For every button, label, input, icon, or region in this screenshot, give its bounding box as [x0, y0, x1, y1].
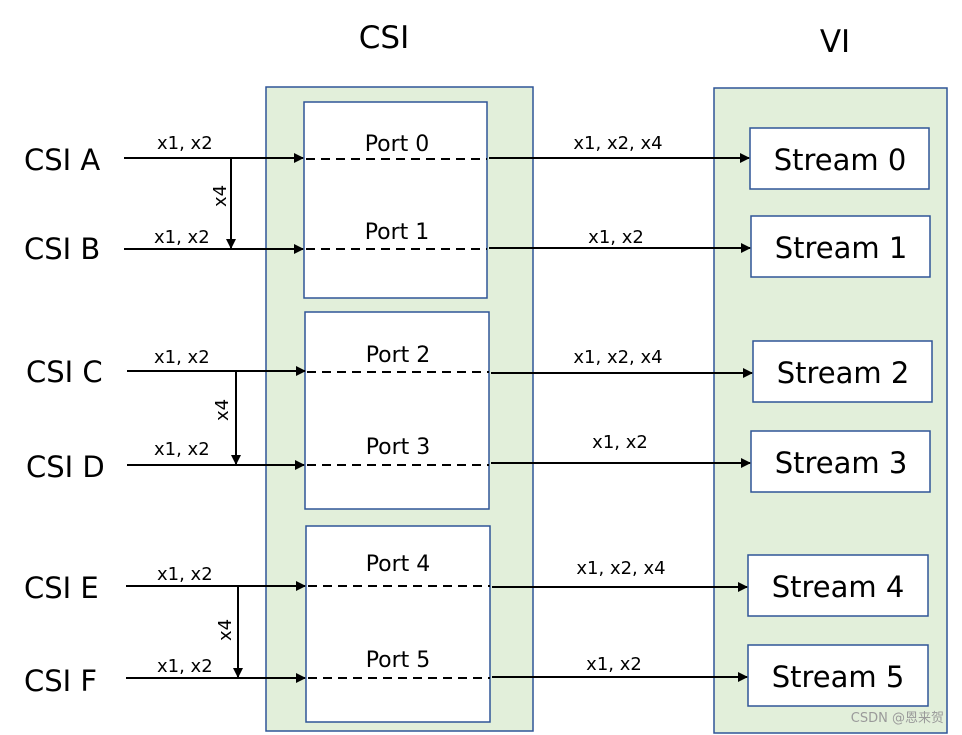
port-label-3: Port 3 [366, 435, 431, 460]
port-label-4: Port 4 [366, 552, 431, 577]
source-label-b: CSI B [24, 232, 100, 266]
source-label-a: CSI A [24, 143, 100, 177]
stream-label-0: Stream 0 [774, 143, 907, 177]
stream-label-4: Stream 4 [772, 570, 905, 604]
source-label-d: CSI D [26, 450, 105, 484]
stream-box-2 [752, 340, 933, 403]
input-lanes-a: x1, x2 [157, 133, 213, 154]
output-lanes-2: x1, x2, x4 [573, 347, 662, 368]
watermark: CSDN @恩来贺 [851, 711, 944, 726]
csi-header: CSI [359, 20, 409, 56]
input-lanes-f: x1, x2 [157, 656, 213, 677]
vi-header: VI [820, 24, 850, 60]
stream-box-1 [750, 215, 931, 278]
input-lanes-d: x1, x2 [154, 439, 210, 460]
port-label-2: Port 2 [366, 343, 431, 368]
port-group-4-5 [305, 525, 491, 723]
stream-box-5 [747, 644, 929, 707]
output-lanes-4: x1, x2, x4 [576, 558, 665, 579]
port-label-0: Port 0 [365, 132, 430, 157]
input-lanes-b: x1, x2 [154, 227, 210, 248]
output-lanes-5: x1, x2 [586, 654, 642, 675]
output-lanes-3: x1, x2 [592, 432, 648, 453]
port-label-1: Port 1 [365, 220, 430, 245]
source-label-e: CSI E [24, 571, 99, 605]
vi-panel [713, 87, 948, 734]
port-group-2-3 [304, 311, 490, 510]
merge-label-ab: x4 [210, 185, 231, 207]
stream-label-2: Stream 2 [777, 356, 910, 390]
merge-label-ef: x4 [215, 619, 236, 641]
stream-label-5: Stream 5 [772, 660, 905, 694]
port-group-0-1 [303, 101, 488, 299]
input-lanes-c: x1, x2 [154, 347, 210, 368]
source-label-c: CSI C [26, 355, 103, 389]
stream-box-0 [749, 127, 930, 190]
stream-box-4 [747, 554, 929, 617]
output-lanes-0: x1, x2, x4 [573, 133, 662, 154]
stream-label-1: Stream 1 [775, 231, 908, 265]
merge-label-cd: x4 [212, 399, 233, 421]
port-label-5: Port 5 [366, 648, 431, 673]
output-lanes-1: x1, x2 [588, 227, 644, 248]
stream-box-3 [750, 430, 931, 493]
input-lanes-e: x1, x2 [157, 564, 213, 585]
source-label-f: CSI F [24, 664, 97, 698]
stream-label-3: Stream 3 [775, 446, 908, 480]
